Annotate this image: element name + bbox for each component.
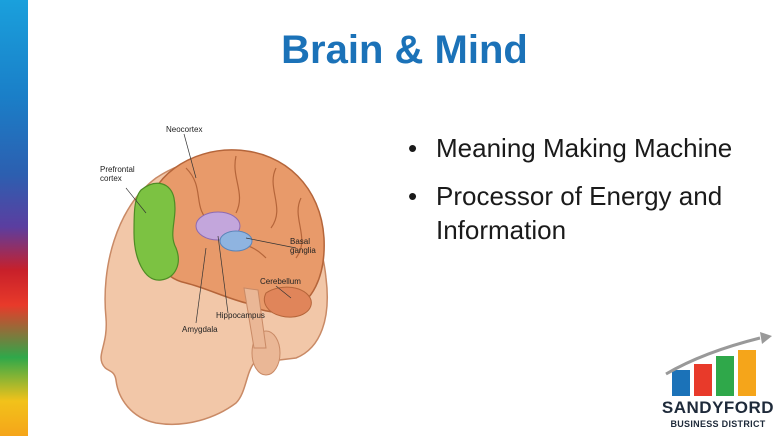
label-prefrontal-2: cortex	[100, 174, 122, 183]
left-color-bar	[0, 0, 28, 436]
brain-folds	[185, 155, 303, 259]
label-basal-1: Basal	[290, 237, 310, 246]
brain-stem	[243, 287, 267, 349]
sandyford-logo-icon	[665, 332, 772, 396]
bullet-list: Meaning Making Machine Processor of Ener…	[408, 132, 768, 261]
bullet-item: Meaning Making Machine	[408, 132, 768, 166]
logo-name: SANDYFORD	[661, 398, 775, 417]
label-prefrontal-1: Prefrontal	[100, 165, 135, 174]
prefrontal-cortex	[133, 182, 179, 281]
bullet-item: Processor of Energy and Information	[408, 180, 768, 248]
label-basal-2: ganglia	[290, 246, 316, 255]
label-hippocampus: Hippocampus	[216, 311, 265, 320]
brain-illustration: Neocortex Prefrontal cortex Basal gangli…	[100, 125, 328, 426]
cerebellum-shape	[263, 286, 312, 318]
slide-title: Brain & Mind	[281, 28, 528, 72]
label-amygdala: Amygdala	[182, 325, 218, 334]
logo-subtitle: BUSINESS DISTRICT	[670, 419, 766, 429]
label-lines	[125, 133, 297, 324]
label-neocortex: Neocortex	[166, 125, 202, 134]
label-cerebellum: Cerebellum	[260, 277, 301, 286]
basal-ganglia-shape	[219, 230, 253, 252]
